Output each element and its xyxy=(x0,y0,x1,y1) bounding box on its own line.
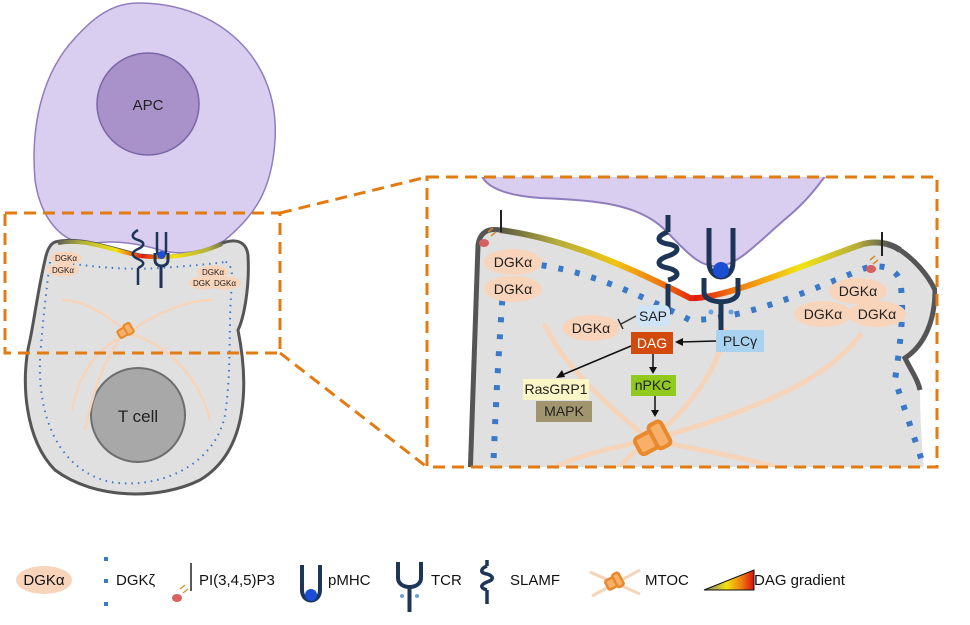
svg-text:DGKα: DGKα xyxy=(193,279,215,288)
tcr-small xyxy=(153,232,170,288)
dag-box xyxy=(631,332,673,354)
npkc-label: nPKC xyxy=(635,377,672,393)
apc-zoom xyxy=(481,177,826,268)
svg-text:DGKα: DGKα xyxy=(494,254,532,270)
microtubules-small xyxy=(61,298,213,431)
svg-text:MTOC: MTOC xyxy=(645,572,689,589)
t-cell-label: T cell xyxy=(118,407,158,426)
svg-text:DGKα: DGKα xyxy=(839,283,877,299)
dag-label: DAG xyxy=(637,335,667,351)
rasgrp1-box xyxy=(523,379,589,400)
slamf-small xyxy=(131,228,145,285)
legend-pip3: PI(3,4,5)P3 xyxy=(172,563,275,602)
zoom-connector-bottom xyxy=(279,351,428,469)
legend-slamf-label: SLAMF xyxy=(510,572,560,589)
mtoc-zoom xyxy=(633,419,673,457)
sap-label: SAP xyxy=(639,308,667,324)
legend-dag-gradient: DAG gradient xyxy=(703,569,846,591)
t-cell-nucleus xyxy=(90,367,186,463)
legend-dgkz: DGKζ xyxy=(104,557,156,606)
svg-text:DGKζ: DGKζ xyxy=(116,572,156,589)
svg-text:DGKα: DGKα xyxy=(202,268,224,277)
signal-arrows xyxy=(556,338,717,417)
plcg-label: PLCγ xyxy=(723,333,757,349)
svg-text:DGKα: DGKα xyxy=(804,306,842,322)
svg-text:TCR: TCR xyxy=(431,572,462,589)
plcg-box xyxy=(716,330,764,352)
dgkz-ring-small xyxy=(38,261,234,485)
overview-panel: APC T cell DGKα DGKα xyxy=(23,2,276,496)
dgkz-ring-zoom xyxy=(490,261,928,467)
synapse-gradient-zoom xyxy=(499,227,902,302)
synapse-gradient-small xyxy=(57,239,223,260)
zoom-connector-top xyxy=(279,175,428,215)
mapk-box xyxy=(536,401,592,422)
zoom-region-box xyxy=(3,211,282,355)
dgka-small-group: DGKα DGKα DGKα DGKα DGKα xyxy=(47,251,241,290)
rasgrp1-label: RasGRP1 xyxy=(524,381,587,397)
legend-slamf xyxy=(480,560,494,604)
zoom-panel: DGKα DGKα DGKα DGKα DGKα DGKα xyxy=(467,177,937,467)
svg-text:DGKα: DGKα xyxy=(494,281,532,297)
svg-text:pMHC: pMHC xyxy=(328,572,371,589)
svg-text:DGKα: DGKα xyxy=(858,306,896,322)
svg-text:PI(3,4,5)P3: PI(3,4,5)P3 xyxy=(199,572,275,589)
apc-label: APC xyxy=(133,97,164,114)
svg-text:DGKα: DGKα xyxy=(572,320,610,336)
mapk-label: MAPK xyxy=(544,403,584,419)
svg-text:DGKα: DGKα xyxy=(214,279,236,288)
dgka-zoom-group: DGKα DGKα DGKα DGKα DGKα DGKα xyxy=(484,249,906,341)
zoom-panel-box xyxy=(425,175,939,469)
tcr-pmhc-zoom xyxy=(701,228,741,330)
svg-text:DGKα: DGKα xyxy=(52,266,74,275)
pip3-marker-right xyxy=(866,232,883,273)
sap-box xyxy=(636,305,670,327)
legend-tcr: TCR xyxy=(396,562,462,612)
legend-dgka: DGKα xyxy=(16,566,72,594)
svg-text:DAG gradient: DAG gradient xyxy=(754,572,846,589)
svg-text:DGKα: DGKα xyxy=(23,572,65,589)
mtoc-small xyxy=(116,321,135,339)
apc-nucleus xyxy=(96,52,200,156)
legend-mtoc: MTOC xyxy=(589,568,689,598)
svg-text:DGKα: DGKα xyxy=(55,254,77,263)
legend: DGKα DGKζ PI(3,4,5)P3 pMHC TCR xyxy=(16,557,846,612)
pip3-marker-left xyxy=(479,210,502,247)
legend-pmhc: pMHC xyxy=(300,565,371,603)
npkc-box xyxy=(631,375,676,396)
